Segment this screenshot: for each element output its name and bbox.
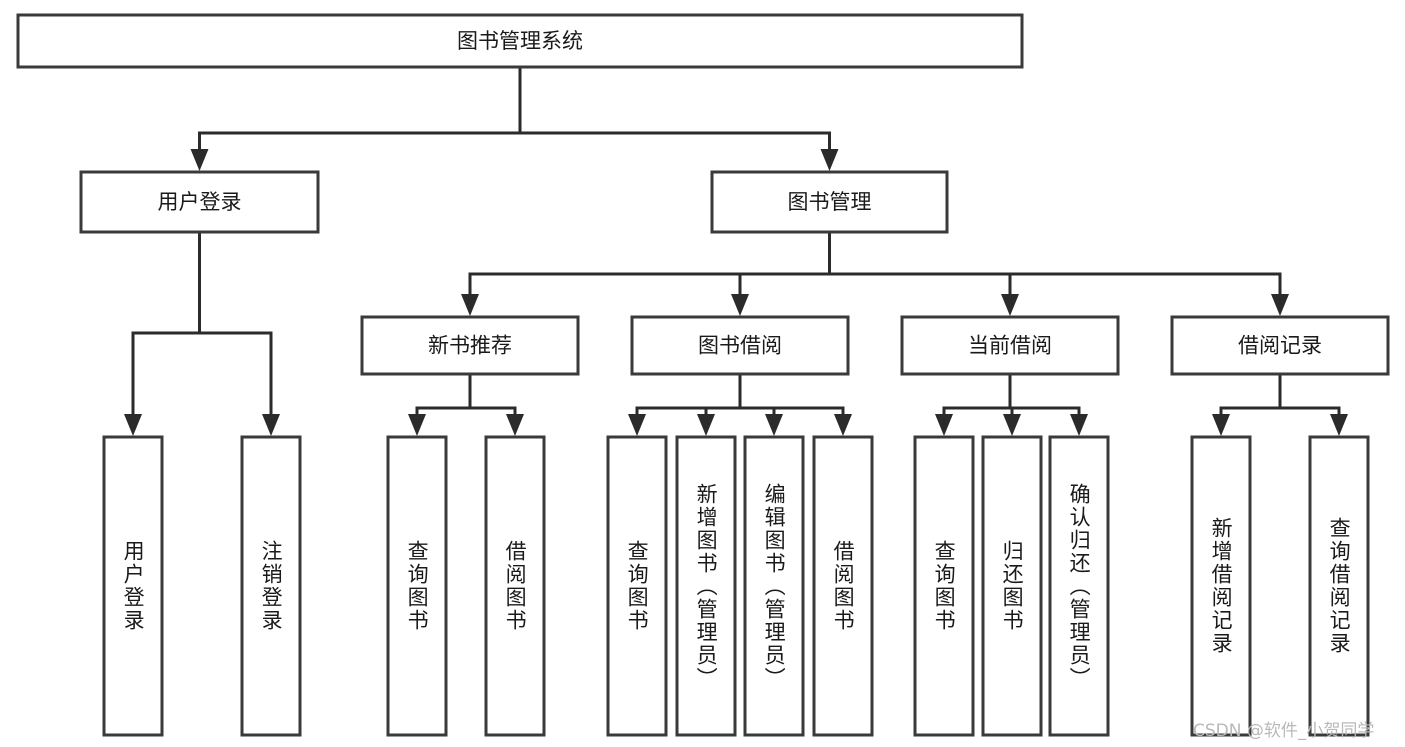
leaf-node-7-rect[interactable] [743, 435, 805, 737]
arrow-head-level3-4-to-leaf-2 [1330, 414, 1348, 436]
arrow-head-level3-4-to-leaf-1 [1212, 414, 1230, 436]
leaf-node-10-rect[interactable] [981, 435, 1043, 737]
level3-node-2[interactable]: 图书借阅 [630, 315, 850, 376]
level3-node-2-label: 图书借阅 [698, 334, 782, 358]
arrow-head-level3-3-to-leaf-1 [935, 414, 953, 436]
leaf-node-5[interactable] [606, 435, 668, 737]
leaf-node-1[interactable] [102, 435, 164, 737]
csdn-watermark: CSDN @软件_小贺同学 [1193, 721, 1375, 741]
arrow-head-user-login-to-leaf-2 [262, 414, 280, 436]
leaf-node-2-rect[interactable] [240, 435, 302, 737]
arrow-head-root-to-level2-1 [190, 149, 209, 171]
leaf-node-11[interactable] [1048, 435, 1110, 737]
leaf-node-8-rect[interactable] [812, 435, 874, 737]
leaf-node-13[interactable] [1308, 435, 1370, 737]
arrow-head-level3-3-to-leaf-2 [1003, 414, 1021, 436]
level3-node-4-label: 借阅记录 [1238, 334, 1322, 358]
arrow-head-root-to-level2-2 [820, 149, 839, 171]
level3-node-3-rect[interactable] [900, 315, 1120, 376]
leaf-node-8[interactable] [812, 435, 874, 737]
level3-node-2-rect[interactable] [630, 315, 850, 376]
leaf-node-3[interactable] [386, 435, 448, 737]
leaf-node-6-rect[interactable] [675, 435, 737, 737]
connectors-layer [124, 65, 1348, 436]
arrow-head-book-mgmt-to-level3-1 [461, 294, 479, 316]
leaf-node-7[interactable] [743, 435, 805, 737]
root-node-book-management-system-label: 图书管理系统 [457, 29, 583, 53]
leaf-node-4-rect[interactable] [484, 435, 546, 737]
leaf-node-10[interactable] [981, 435, 1043, 737]
arrow-head-level3-2-to-leaf-1 [628, 414, 646, 436]
arrow-head-level3-2-to-leaf-3 [765, 414, 783, 436]
leaf-node-9[interactable] [913, 435, 975, 737]
level2-node-1-label: 用户登录 [158, 190, 242, 214]
arrow-head-book-mgmt-to-level3-3 [1001, 294, 1019, 316]
leaf-node-6[interactable] [675, 435, 737, 737]
level2-node-2-rect[interactable] [710, 170, 949, 234]
level3-node-1-label: 新书推荐 [428, 334, 512, 358]
level3-node-1-rect[interactable] [360, 315, 580, 376]
arrow-head-level3-1-to-leaf-2 [506, 414, 524, 436]
leaf-node-5-rect[interactable] [606, 435, 668, 737]
arrow-head-level3-2-to-leaf-2 [697, 414, 715, 436]
leaf-node-3-rect[interactable] [386, 435, 448, 737]
arrow-head-book-mgmt-to-level3-4 [1271, 294, 1289, 316]
arrow-head-level3-3-to-leaf-3 [1070, 414, 1088, 436]
leaf-node-9-rect[interactable] [913, 435, 975, 737]
leaf-node-2[interactable] [240, 435, 302, 737]
leaf-node-12[interactable] [1190, 435, 1252, 737]
arrow-head-book-mgmt-to-level3-2 [731, 294, 749, 316]
level2-node-2[interactable]: 图书管理 [710, 170, 949, 234]
level3-node-3-label: 当前借阅 [968, 334, 1052, 358]
level3-node-3[interactable]: 当前借阅 [900, 315, 1120, 376]
leaf-node-13-rect[interactable] [1308, 435, 1370, 737]
leaf-node-12-rect[interactable] [1190, 435, 1252, 737]
leaf-node-4[interactable] [484, 435, 546, 737]
level3-node-4[interactable]: 借阅记录 [1170, 315, 1390, 376]
arrow-head-level3-1-to-leaf-1 [408, 414, 426, 436]
level2-node-1-rect[interactable] [79, 170, 320, 234]
arrow-head-user-login-to-leaf-1 [124, 414, 142, 436]
root-node-book-management-system-rect[interactable] [16, 13, 1024, 69]
level2-node-1[interactable]: 用户登录 [79, 170, 320, 234]
level2-node-2-label: 图书管理 [788, 190, 872, 214]
leaf-node-11-rect[interactable] [1048, 435, 1110, 737]
level3-node-4-rect[interactable] [1170, 315, 1390, 376]
root-node-book-management-system[interactable]: 图书管理系统 [16, 13, 1024, 69]
arrow-head-level3-2-to-leaf-4 [834, 414, 852, 436]
level3-node-1[interactable]: 新书推荐 [360, 315, 580, 376]
leaf-node-1-rect[interactable] [102, 435, 164, 737]
